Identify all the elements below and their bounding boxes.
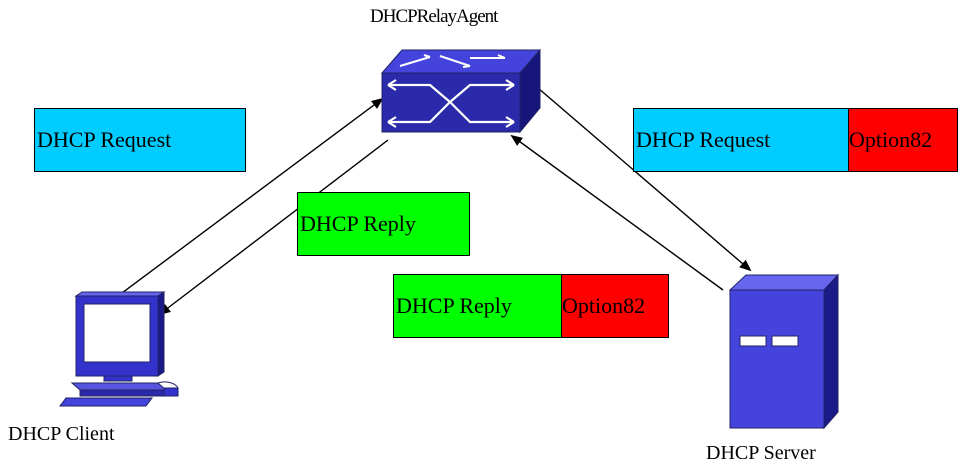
request-option82-box: Option82 <box>848 108 958 172</box>
dhcp-request-text: DHCP Request <box>37 127 172 152</box>
dhcp-request-box: DHCP Request <box>34 108 246 172</box>
arrow-relay-to-client <box>158 139 389 316</box>
arrow-server-to-relay <box>510 134 724 291</box>
relayed-reply-text: DHCP Reply <box>396 293 512 318</box>
arrow-relay-to-server <box>537 87 752 272</box>
relayed-request-box: DHCP Request <box>633 108 849 172</box>
reply-option82-text: Option82 <box>562 293 646 318</box>
relayed-request-text: DHCP Request <box>636 127 771 152</box>
client-label: DHCP Client <box>8 423 115 445</box>
request-option82-text: Option82 <box>849 127 933 152</box>
server-label: DHCP Server <box>706 442 816 464</box>
arrow-client-to-relay <box>117 97 384 297</box>
dhcp-reply-box: DHCP Reply <box>297 192 470 256</box>
relay-agent-label: DHCPRelayAgent <box>370 6 498 27</box>
reply-option82-box: Option82 <box>561 274 669 338</box>
relayed-reply-box: DHCP Reply <box>393 274 562 338</box>
dhcp-reply-text: DHCP Reply <box>300 211 416 236</box>
